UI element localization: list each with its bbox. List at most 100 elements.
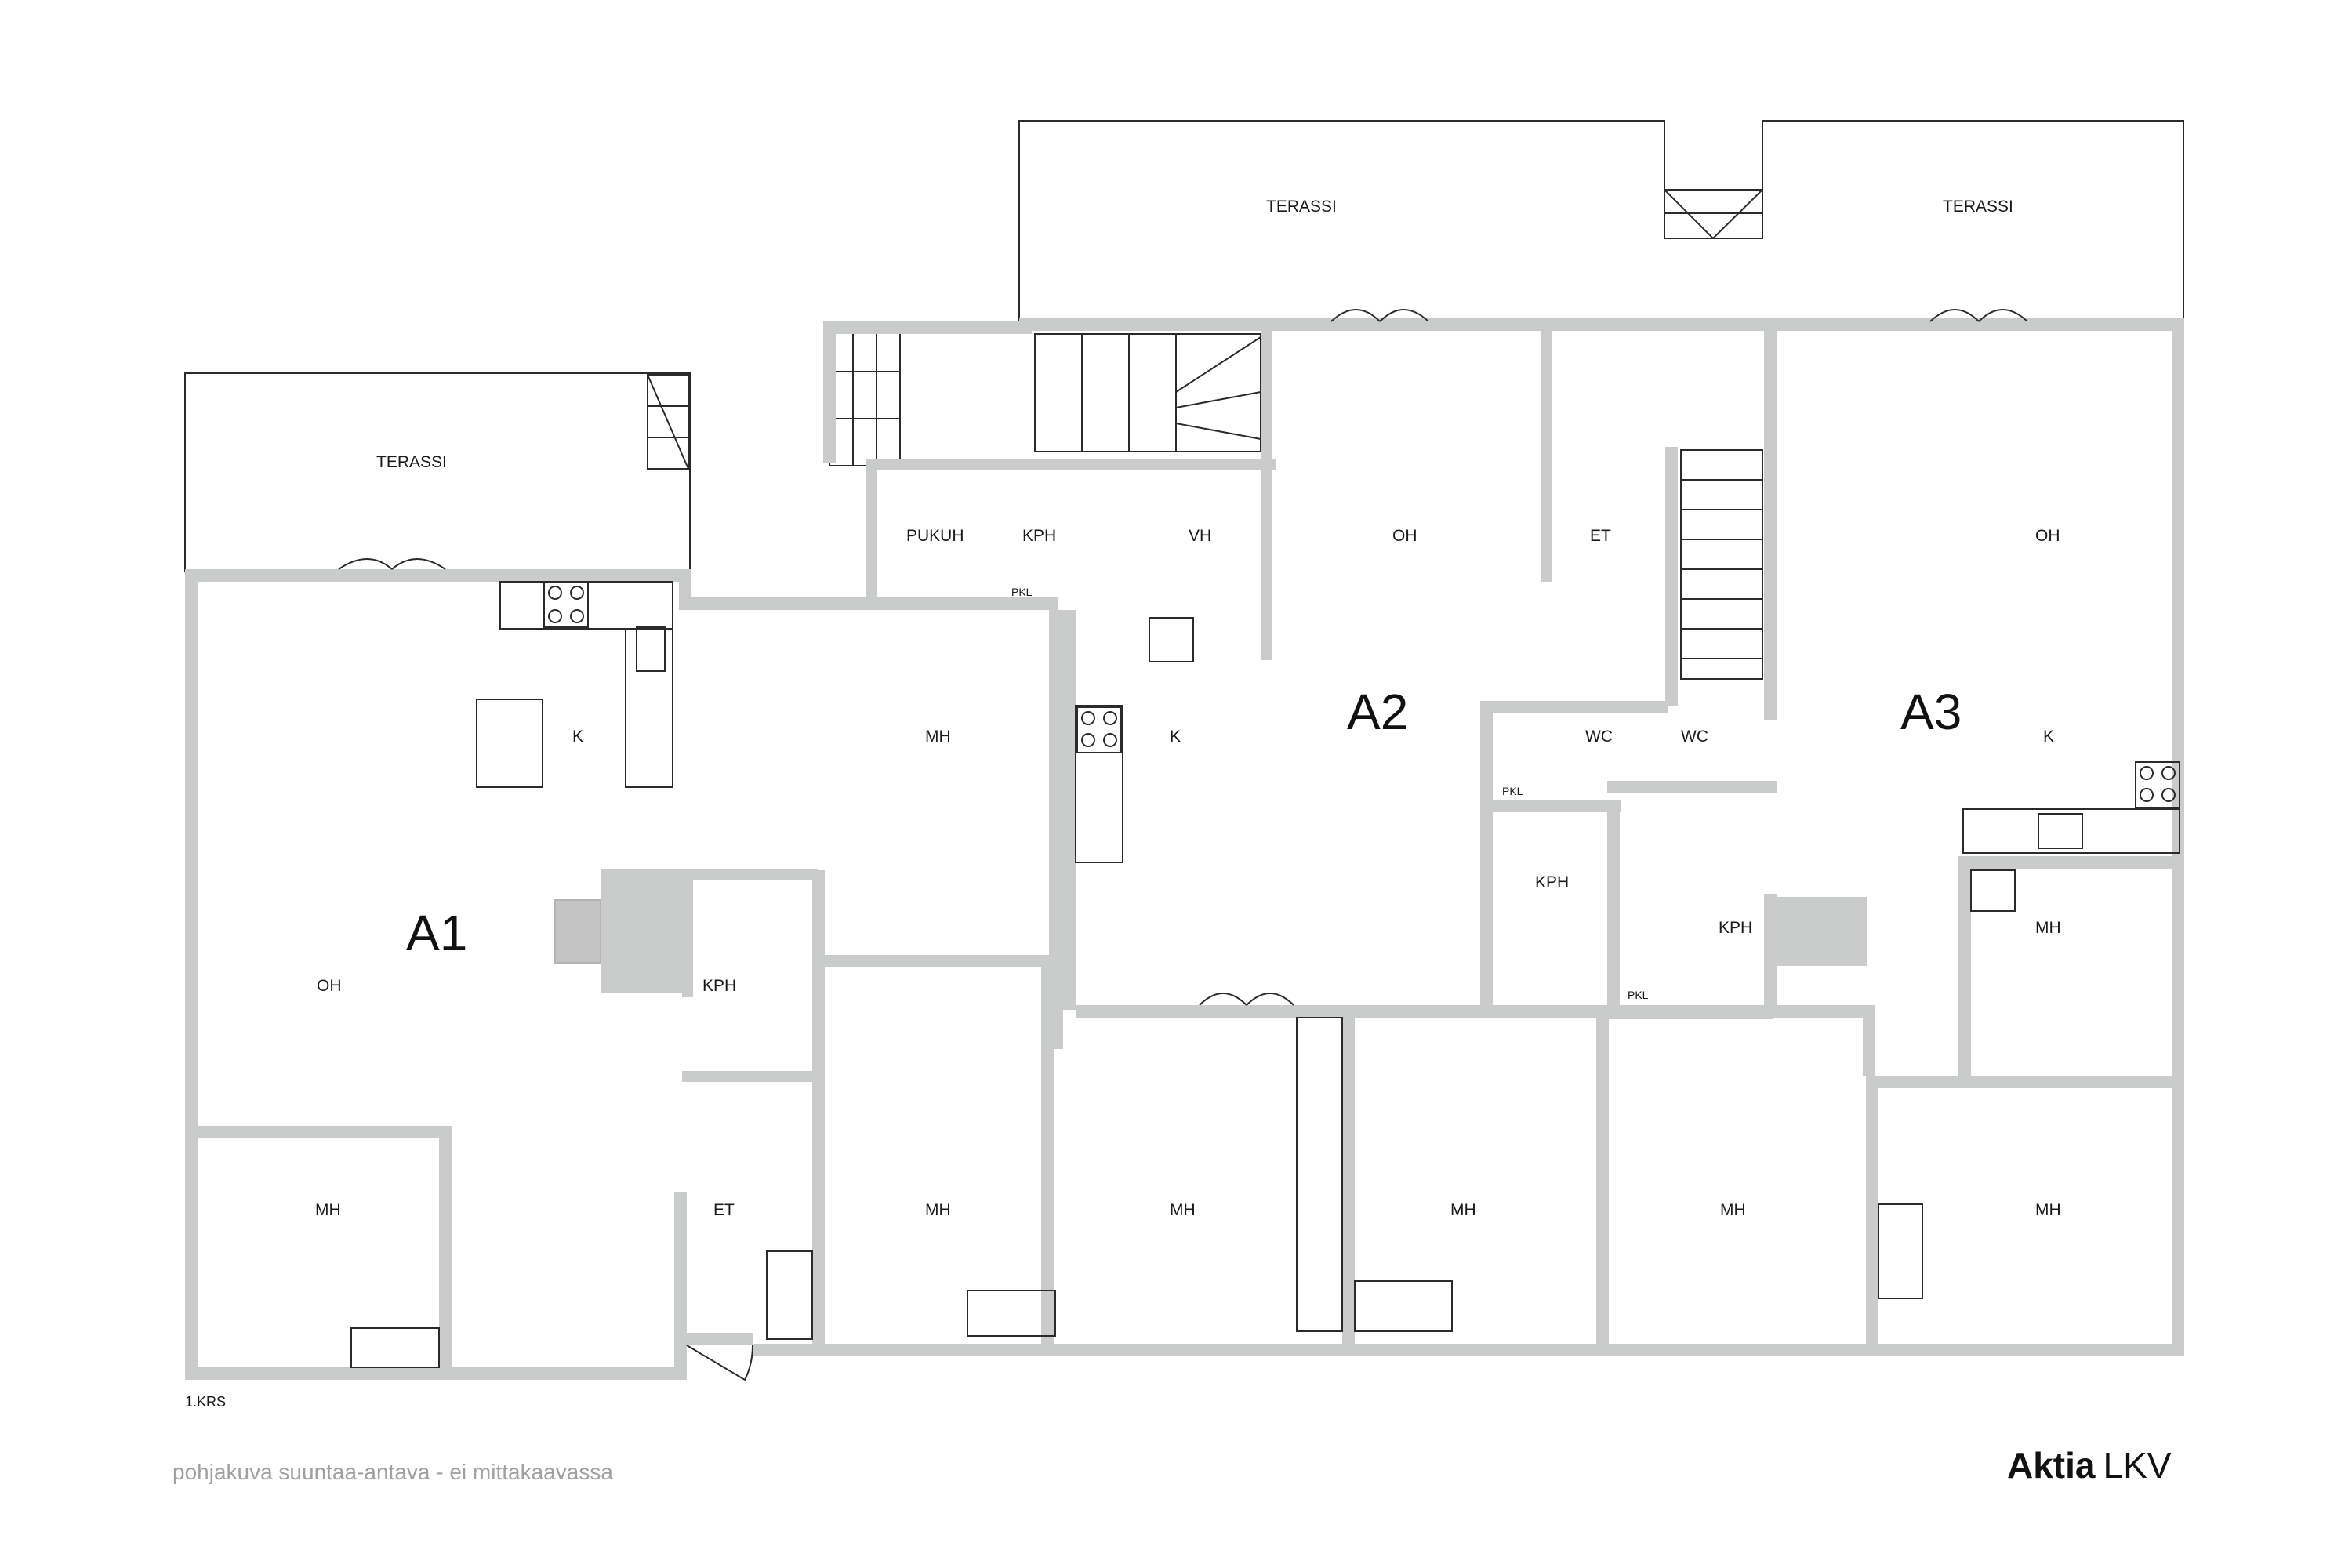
a3-kph-south xyxy=(1607,1007,1773,1019)
stair-block-top xyxy=(823,321,1032,334)
room-a1-kph: KPH xyxy=(702,977,736,995)
a1-fireplace-hatch xyxy=(554,899,601,964)
a1-sink xyxy=(636,626,666,672)
brand-name: Aktia xyxy=(2007,1445,2096,1486)
floor-label: 1.KRS xyxy=(185,1394,226,1410)
a2-west-wall xyxy=(1063,610,1076,1010)
room-a3-oh: OH xyxy=(2035,527,2060,545)
a1-mh-divider xyxy=(1041,955,1054,1356)
pkl-a3-kph: PKL xyxy=(1628,989,1649,1001)
room-a2-et: ET xyxy=(1590,527,1611,545)
room-vh: VH xyxy=(1189,527,1211,545)
room-a3-kph: KPH xyxy=(1719,919,1752,937)
a1-mh-row-wall xyxy=(818,955,1054,967)
spiral-stairs xyxy=(1034,333,1261,452)
a2-stove xyxy=(1076,706,1122,753)
room-a2-wc: WC xyxy=(1585,728,1613,746)
a1-mh-north xyxy=(812,955,825,1018)
brand-suffix: LKV xyxy=(2103,1445,2172,1486)
middle-divider xyxy=(1049,610,1063,1049)
room-terassi-a2: TERASSI xyxy=(1266,198,1337,216)
a1-wardrobe-1 xyxy=(350,1327,440,1368)
a1-wall-south xyxy=(185,1367,687,1380)
chimney xyxy=(601,869,682,993)
a1-wall-west xyxy=(185,569,198,1380)
terrace-step-a1 xyxy=(647,374,689,470)
a3-bed-lower-div xyxy=(1863,1011,1875,1076)
a2-sink xyxy=(1149,617,1194,662)
stair2-block xyxy=(1665,447,1678,706)
terrace-outline-a1 xyxy=(184,372,691,572)
a1-kitchen-counter-side xyxy=(625,628,673,788)
room-kph-upper: KPH xyxy=(1022,527,1056,545)
room-a1-mh3: MH xyxy=(925,1201,951,1219)
door-swing-a1-et xyxy=(686,1345,753,1381)
a1-et-south xyxy=(674,1333,753,1345)
disclaimer-text: pohjakuva suuntaa-antava - ei mittakaava… xyxy=(172,1460,613,1484)
a2-closets xyxy=(1296,1017,1343,1332)
a1-kph-east xyxy=(812,870,825,1356)
door-swing-a2-hall xyxy=(1199,993,1294,1006)
a1-east-stub xyxy=(674,1192,687,1378)
room-a1-mh2: MH xyxy=(315,1201,341,1219)
a1-island xyxy=(476,699,543,788)
stair2-right xyxy=(1764,328,1777,720)
room-terassi-a3: TERASSI xyxy=(1943,198,2013,216)
room-a2-mh2: MH xyxy=(1450,1201,1476,1219)
a2-sc-wall xyxy=(1261,331,1272,660)
door-swing-a2-terrace xyxy=(1330,309,1429,322)
a3-bed-mid-north xyxy=(1958,856,2184,869)
a3-wardrobe xyxy=(1878,1203,1923,1299)
a3-wc-south xyxy=(1607,781,1777,793)
a1-kph-north xyxy=(682,869,818,880)
room-a1-oh: OH xyxy=(317,977,342,995)
a2-kitchen-counter xyxy=(1075,705,1123,863)
a2-kph-east xyxy=(1607,800,1620,1011)
fixtures xyxy=(338,309,2180,1381)
terrace-outline-a2 xyxy=(1018,120,1665,321)
room-a2-kph: KPH xyxy=(1535,873,1569,891)
a1-kph-south xyxy=(682,1071,818,1082)
a1-bed1-north xyxy=(185,1126,444,1138)
a3-stove xyxy=(2135,761,2180,808)
south-wall-main xyxy=(753,1344,2184,1356)
a2-kph-west xyxy=(1480,702,1493,1008)
a3-counter xyxy=(1962,808,2180,854)
room-a3-mh3: MH xyxy=(2035,1201,2061,1219)
room-terassi-a1: TERASSI xyxy=(376,453,447,471)
north-wall-upper xyxy=(1019,318,2184,331)
room-a1-et: ET xyxy=(713,1201,735,1219)
pkl-upper: PKL xyxy=(1011,586,1033,598)
stair-wall-bottom xyxy=(866,459,1276,470)
a1-wardrobe-2 xyxy=(766,1250,813,1340)
apartment-a3: A3 xyxy=(1900,684,1962,740)
room-a2-k: K xyxy=(1170,728,1181,746)
a3-bed-lower-west xyxy=(1866,1076,1878,1356)
a3-bed-mid-west xyxy=(1958,856,1971,1083)
stair-block-west xyxy=(823,321,836,463)
a1-kph-west xyxy=(682,869,693,997)
pkl-a2-wc: PKL xyxy=(1502,785,1523,797)
terraces xyxy=(184,120,2184,572)
a1-wardrobe-3 xyxy=(967,1290,1056,1337)
room-a1-k: K xyxy=(572,728,583,746)
a3-bed-row-west xyxy=(1866,1076,2184,1088)
a2-wc-south xyxy=(1480,800,1621,812)
walls xyxy=(185,318,2184,1380)
terrace-outline-a3 xyxy=(1762,120,2184,321)
a1-bed1-east xyxy=(439,1126,452,1377)
pukuh-west xyxy=(866,459,877,608)
room-a2-oh: OH xyxy=(1392,527,1417,545)
room-a3-mh2: MH xyxy=(1720,1201,1746,1219)
room-labels: TERASSI TERASSI TERASSI K MH A1 OH KPH M… xyxy=(185,198,2061,1410)
outdoor-stairs xyxy=(829,324,901,466)
room-a3-mh1: MH xyxy=(2035,919,2061,937)
a3-sink xyxy=(2038,813,2083,849)
a2-wardrobe xyxy=(1354,1280,1453,1332)
a2-et-wall xyxy=(1541,328,1552,582)
a1-stove xyxy=(543,581,589,628)
door-swing-a1-terrace xyxy=(338,558,446,570)
room-a2-mh1: MH xyxy=(1170,1201,1196,1219)
a1-wall-north-left xyxy=(185,569,690,582)
